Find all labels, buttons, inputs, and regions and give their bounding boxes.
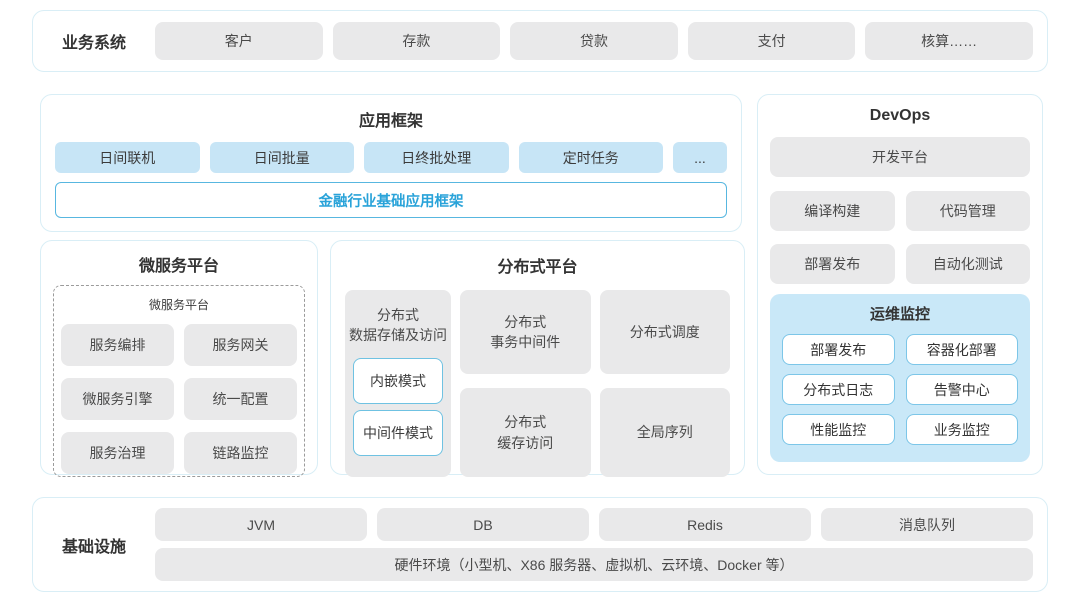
block-unified-config: 统一配置 xyxy=(184,378,297,420)
block-deposit: 存款 xyxy=(332,22,501,60)
block-compile-build: 编译构建 xyxy=(770,191,895,231)
block-transaction-middleware: 分布式 事务中间件 xyxy=(460,290,591,374)
block-deploy-release: 部署发布 xyxy=(770,244,895,284)
block-accounting: 核算…… xyxy=(865,22,1033,60)
block-containerized-deploy: 容器化部署 xyxy=(905,334,1018,365)
block-more-ellipsis: ... xyxy=(673,142,727,173)
block-dev-platform: 开发平台 xyxy=(770,137,1030,177)
block-service-gateway: 服务网关 xyxy=(184,324,297,366)
block-jvm: JVM xyxy=(155,508,367,541)
distributed-right-column: 分布式调度 全局序列 xyxy=(599,290,730,477)
block-service-orchestration: 服务编排 xyxy=(61,324,174,366)
block-link-monitoring: 链路监控 xyxy=(184,432,297,474)
block-microservice-engine: 微服务引擎 xyxy=(61,378,174,420)
infrastructure-blocks: JVM DB Redis 消息队列 硬件环境（小型机、X86 服务器、虚拟机、云… xyxy=(155,508,1033,581)
ops-monitoring-title: 运维监控 xyxy=(869,306,930,323)
distributed-platform-section: 分布式平台 分布式 数据存储及访问 内嵌模式 中间件模式 分布式 事务中间件 分… xyxy=(330,240,745,477)
microservice-blocks: 服务编排 服务网关 微服务引擎 统一配置 服务治理 链路监控 xyxy=(61,324,297,474)
app-framework-modules: 日间联机 日间批量 日终批处理 定时任务 ... xyxy=(55,142,727,173)
block-automated-testing: 自动化测试 xyxy=(905,244,1030,284)
ops-monitoring-panel: 运维监控 部署发布 容器化部署 分布式日志 告警中心 性能监控 业务监控 xyxy=(770,294,1030,462)
microservice-inner-title: 微服务平台 xyxy=(148,298,209,312)
block-scheduled-task: 定时任务 xyxy=(518,142,663,173)
business-systems-section: 业务系统 客户 存款 贷款 支付 核算…… xyxy=(32,10,1048,72)
block-performance-monitoring: 性能监控 xyxy=(782,414,895,445)
block-message-queue: 消息队列 xyxy=(821,508,1033,541)
infrastructure-row: JVM DB Redis 消息队列 xyxy=(155,508,1033,541)
block-distributed-scheduling: 分布式调度 xyxy=(599,290,730,374)
distributed-storage-title: 分布式 数据存储及访问 xyxy=(349,307,447,344)
block-embedded-mode: 内嵌模式 xyxy=(353,357,443,404)
block-payment: 支付 xyxy=(687,22,856,60)
business-systems-blocks: 客户 存款 贷款 支付 核算…… xyxy=(155,22,1033,60)
distributed-middle-column: 分布式 事务中间件 分布式 缓存访问 xyxy=(460,290,591,477)
block-middleware-mode: 中间件模式 xyxy=(353,409,443,456)
app-framework-title: 应用框架 xyxy=(358,113,423,130)
distributed-platform-title: 分布式平台 xyxy=(497,259,578,276)
infrastructure-section: 基础设施 JVM DB Redis 消息队列 硬件环境（小型机、X86 服务器、… xyxy=(32,497,1048,592)
block-deployment-release: 部署发布 xyxy=(782,334,895,365)
block-distributed-storage: 分布式 数据存储及访问 内嵌模式 中间件模式 xyxy=(345,290,451,477)
block-daytime-online: 日间联机 xyxy=(55,142,200,173)
business-systems-label: 业务系统 xyxy=(61,35,126,52)
devops-title: DevOps xyxy=(869,107,931,124)
microservice-platform-section: 微服务平台 微服务平台 服务编排 服务网关 微服务引擎 统一配置 服务治理 链路… xyxy=(40,240,318,477)
devops-tools: 编译构建 代码管理 部署发布 自动化测试 xyxy=(770,191,1030,284)
app-framework-section: 应用框架 日间联机 日间批量 日终批处理 定时任务 ... 金融行业基础应用框架 xyxy=(40,94,742,232)
block-financial-base-framework: 金融行业基础应用框架 xyxy=(55,182,727,218)
block-business-monitoring: 业务监控 xyxy=(905,414,1018,445)
block-distributed-logs: 分布式日志 xyxy=(782,374,895,405)
ops-monitoring-blocks: 部署发布 容器化部署 分布式日志 告警中心 性能监控 业务监控 xyxy=(782,334,1018,445)
block-alert-center: 告警中心 xyxy=(905,374,1018,405)
block-eod-batch: 日终批处理 xyxy=(364,142,509,173)
block-redis: Redis xyxy=(599,508,811,541)
infrastructure-label: 基础设施 xyxy=(61,538,126,556)
devops-section: DevOps 开发平台 编译构建 代码管理 部署发布 自动化测试 运维监控 部署… xyxy=(757,94,1043,475)
block-global-sequence: 全局序列 xyxy=(599,388,730,477)
microservice-inner-group: 微服务平台 服务编排 服务网关 微服务引擎 统一配置 服务治理 链路监控 xyxy=(53,285,305,477)
block-daytime-batch: 日间批量 xyxy=(209,142,354,173)
block-customer: 客户 xyxy=(155,22,323,60)
block-code-management: 代码管理 xyxy=(905,191,1030,231)
block-cache-access: 分布式 缓存访问 xyxy=(460,388,591,477)
microservice-platform-title: 微服务平台 xyxy=(138,258,219,275)
block-db: DB xyxy=(377,508,589,541)
block-loan: 贷款 xyxy=(510,22,678,60)
distributed-platform-blocks: 分布式 数据存储及访问 内嵌模式 中间件模式 分布式 事务中间件 分布式 缓存访… xyxy=(345,290,730,477)
block-service-governance: 服务治理 xyxy=(61,432,174,474)
block-hardware-environment: 硬件环境（小型机、X86 服务器、虚拟机、云环境、Docker 等） xyxy=(155,548,1033,581)
